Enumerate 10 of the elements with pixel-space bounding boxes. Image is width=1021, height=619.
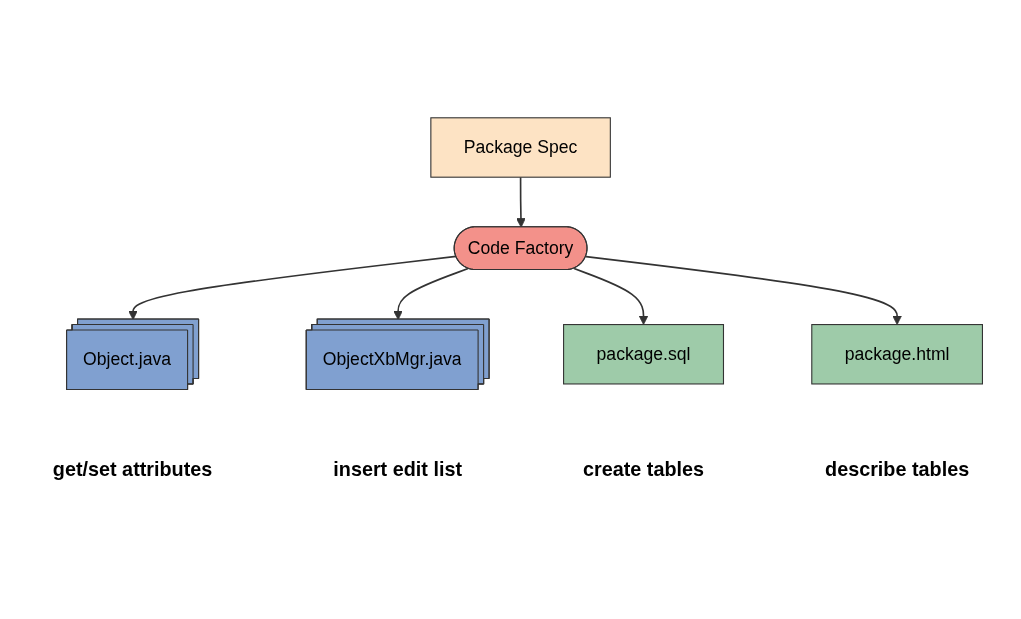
node-label: get/set attributes (52, 458, 212, 481)
node-box: Package Spec (429, 117, 611, 178)
arrow (572, 267, 648, 325)
node-label: describe tables (824, 458, 969, 481)
arrow (584, 255, 902, 325)
node-label: create tables (582, 458, 704, 481)
node-box: package.sql (562, 323, 724, 385)
node-box: package.html (810, 323, 983, 385)
arrow (515, 176, 526, 228)
node-label: insert edit list (332, 458, 462, 481)
